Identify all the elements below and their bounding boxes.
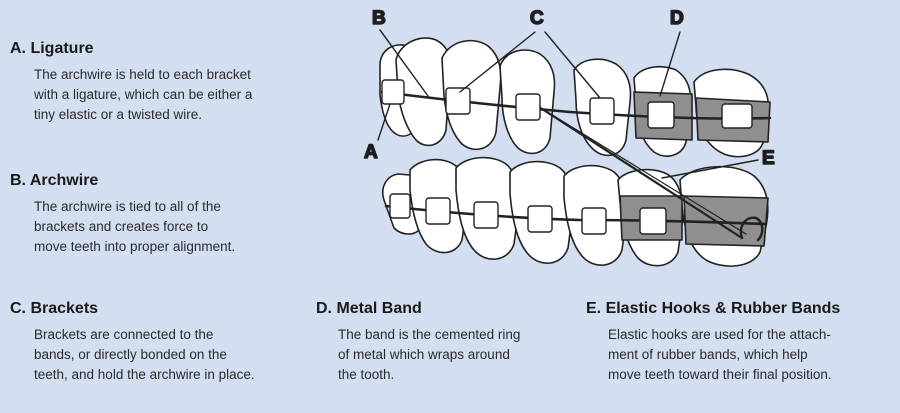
- callout-e: E: [762, 148, 775, 169]
- rubber-band-inner: [527, 99, 747, 235]
- braces-illustration: B C D A E: [363, 7, 775, 267]
- upper-hook-tube: [721, 103, 753, 129]
- callout-b: B: [372, 8, 386, 29]
- ligature-line-3: tiny elastic or a twisted wire.: [34, 107, 203, 122]
- lower-bracket-4: [527, 205, 553, 233]
- brackets-line-3: teeth, and hold the archwire in place.: [34, 367, 255, 382]
- ligature-line-1: The archwire is held to each bracket: [34, 67, 251, 82]
- lower-bracket-6: [639, 207, 667, 235]
- upper-bracket-5: [647, 101, 675, 129]
- archwire-heading: B. Archwire: [10, 172, 99, 189]
- elastic-hooks-description: Elastic hooks are used for the attach- m…: [608, 325, 840, 385]
- brackets-section: C. Brackets Brackets are connected to th…: [10, 300, 255, 385]
- ligature-section: A. Ligature The archwire is held to each…: [10, 40, 252, 125]
- leader-c-1: [459, 31, 536, 93]
- metal-band-description: The band is the cemented ring of metal w…: [338, 325, 520, 385]
- brackets-heading: C. Brackets: [10, 300, 99, 317]
- elastic-hooks-section: E. Elastic Hooks & Rubber Bands Elastic …: [586, 300, 840, 385]
- leader-a: [377, 103, 391, 141]
- brackets-line-1: Brackets are connected to the: [34, 327, 214, 342]
- leader-lines: [377, 29, 759, 179]
- lower-bracket-2: [425, 197, 451, 225]
- upper-bracket-1: [381, 79, 405, 105]
- leader-d: [659, 31, 681, 97]
- upper-tooth-3: [441, 39, 502, 151]
- archwire-description: The archwire is tied to all of the brack…: [34, 197, 235, 257]
- elastic-hooks-heading: E. Elastic Hooks & Rubber Bands: [586, 300, 841, 317]
- rubber-band: [520, 94, 744, 240]
- leader-e: [661, 159, 759, 179]
- metal-band-line-3: the tooth.: [338, 367, 395, 382]
- upper-brackets: [381, 79, 753, 129]
- callout-c: C: [530, 8, 544, 29]
- archwire-section: B. Archwire The archwire is tied to all …: [10, 172, 235, 257]
- upper-bracket-2: [445, 87, 471, 115]
- brackets-description: Brackets are connected to the bands, or …: [34, 325, 255, 385]
- leader-c-2: [544, 31, 601, 99]
- metal-band-heading: D. Metal Band: [316, 300, 422, 317]
- elastic-hooks-line-1: Elastic hooks are used for the attach-: [608, 327, 831, 342]
- lower-bracket-3: [473, 201, 499, 229]
- lower-bracket-5: [581, 207, 607, 235]
- elastic-hooks-line-2: ment of rubber bands, which help: [608, 347, 808, 362]
- archwire-line-1: The archwire is tied to all of the: [34, 199, 221, 214]
- lower-bracket-1: [389, 193, 411, 219]
- leader-b: [379, 29, 429, 97]
- elastic-hook: [739, 216, 764, 242]
- upper-archwire: [380, 90, 772, 120]
- metal-band-line-1: The band is the cemented ring: [338, 327, 521, 342]
- upper-bracket-4: [589, 97, 615, 125]
- ligature-heading: A. Ligature: [10, 40, 94, 57]
- archwire-line-2: brackets and creates force to: [34, 219, 209, 234]
- upper-tooth-2: [395, 37, 452, 147]
- brackets-line-2: bands, or directly bonded on the: [34, 347, 227, 362]
- callout-d: D: [670, 8, 684, 29]
- ligature-line-2: with a ligature, which can be either a: [34, 87, 253, 102]
- callout-a: A: [364, 142, 378, 163]
- metal-band-section: D. Metal Band The band is the cemented r…: [316, 300, 520, 385]
- upper-bracket-3: [515, 93, 541, 121]
- elastic-hooks-line-3: move teeth toward their final position.: [608, 367, 832, 382]
- archwire-line-3: move teeth into proper alignment.: [34, 239, 236, 254]
- ligature-description: The archwire is held to each bracket wit…: [34, 65, 252, 125]
- lower-brackets: [389, 193, 667, 235]
- metal-band-line-2: of metal which wraps around: [338, 347, 510, 362]
